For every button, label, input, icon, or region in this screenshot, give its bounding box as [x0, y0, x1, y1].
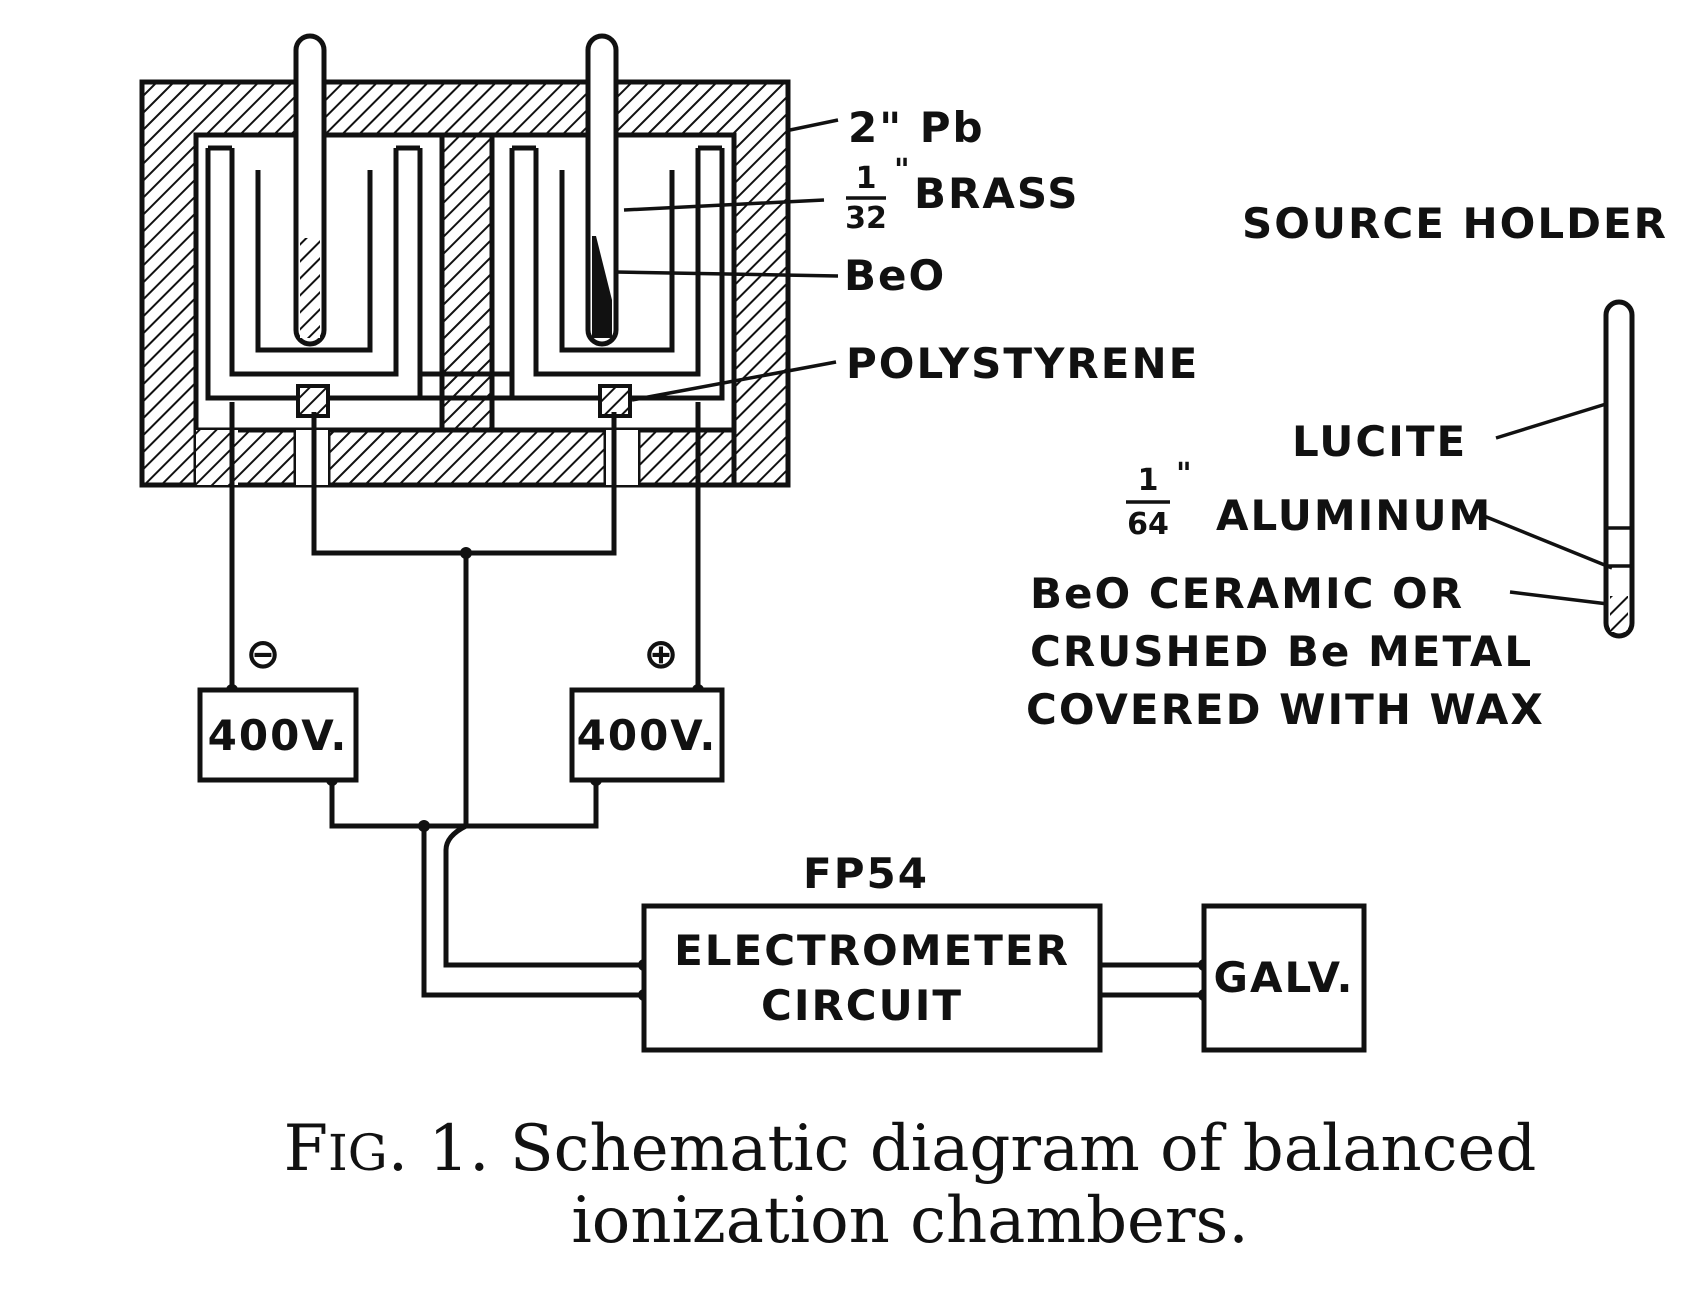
- aluminum-label: ALUMINUM: [1216, 491, 1492, 540]
- battery-left-label: 400V.: [208, 711, 349, 760]
- lead-floor-center: [325, 427, 609, 488]
- caption-line1: FIG. 1. Schematic diagram of balanced: [284, 1112, 1537, 1186]
- polystyrene-insulator-right: [598, 384, 632, 418]
- source-tube-left: [293, 33, 327, 347]
- caption-fig-f: F: [284, 1112, 328, 1186]
- battery-left: 400V.: [197, 687, 359, 783]
- electrometer-box: ELECTROMETER CIRCUIT: [641, 903, 1103, 1053]
- beo-ceramic-line1: BeO CERAMIC OR: [1030, 569, 1464, 618]
- galvanometer-box: GALV.: [1201, 903, 1367, 1053]
- lead-floor-right: [635, 427, 737, 488]
- pb-label: 2" Pb: [848, 103, 985, 152]
- electrometer-label-2: CIRCUIT: [761, 981, 963, 1030]
- lucite-label: LUCITE: [1292, 417, 1467, 466]
- wiring: [226, 402, 1210, 1001]
- polystyrene-label: POLYSTYRENE: [846, 339, 1199, 388]
- electrometer-label-1: ELECTROMETER: [674, 926, 1070, 975]
- aluminum-fraction-den: 64: [1127, 507, 1169, 542]
- beo-label: BeO: [844, 251, 946, 300]
- beo-fill-left: [300, 238, 320, 338]
- brass-fraction-den: 32: [845, 201, 887, 236]
- battery-right: 400V.: [569, 687, 725, 783]
- caption-fig-ig: IG: [328, 1124, 388, 1182]
- source-holder-title: SOURCE HOLDER: [1242, 199, 1668, 248]
- brass-inch-mark: ": [894, 153, 910, 188]
- beo-ceramic-line2: CRUSHED Be METAL: [1030, 627, 1533, 676]
- polystyrene-insulator-left: [296, 384, 330, 418]
- caption-line2: ionization chambers.: [571, 1184, 1248, 1258]
- lead-shield: [139, 79, 791, 488]
- source-holder-rod: [1603, 299, 1635, 639]
- plus-sign: ⊕: [643, 629, 680, 678]
- minus-sign: ⊖: [245, 629, 282, 678]
- galv-label: GALV.: [1213, 953, 1354, 1002]
- battery-right-label: 400V.: [577, 711, 718, 760]
- brass-label: BRASS: [914, 169, 1079, 218]
- source-holder-beo: [1610, 596, 1628, 632]
- beo-ceramic-line3: COVERED WITH WAX: [1026, 685, 1545, 734]
- fp54-label: FP54: [803, 849, 929, 898]
- material-labels: 2" Pb 1 32 " BRASS BeO POLYSTYRENE: [615, 103, 1199, 402]
- caption-line1-rest: . 1. Schematic diagram of balanced: [388, 1112, 1537, 1186]
- brass-fraction-num: 1: [856, 161, 877, 196]
- beo-fill-right: [592, 236, 612, 338]
- lead-center-pillar: [439, 132, 495, 433]
- source-tube-right: [585, 33, 619, 347]
- aluminum-fraction-num: 1: [1138, 463, 1159, 498]
- aluminum-inch-mark: ": [1176, 457, 1192, 492]
